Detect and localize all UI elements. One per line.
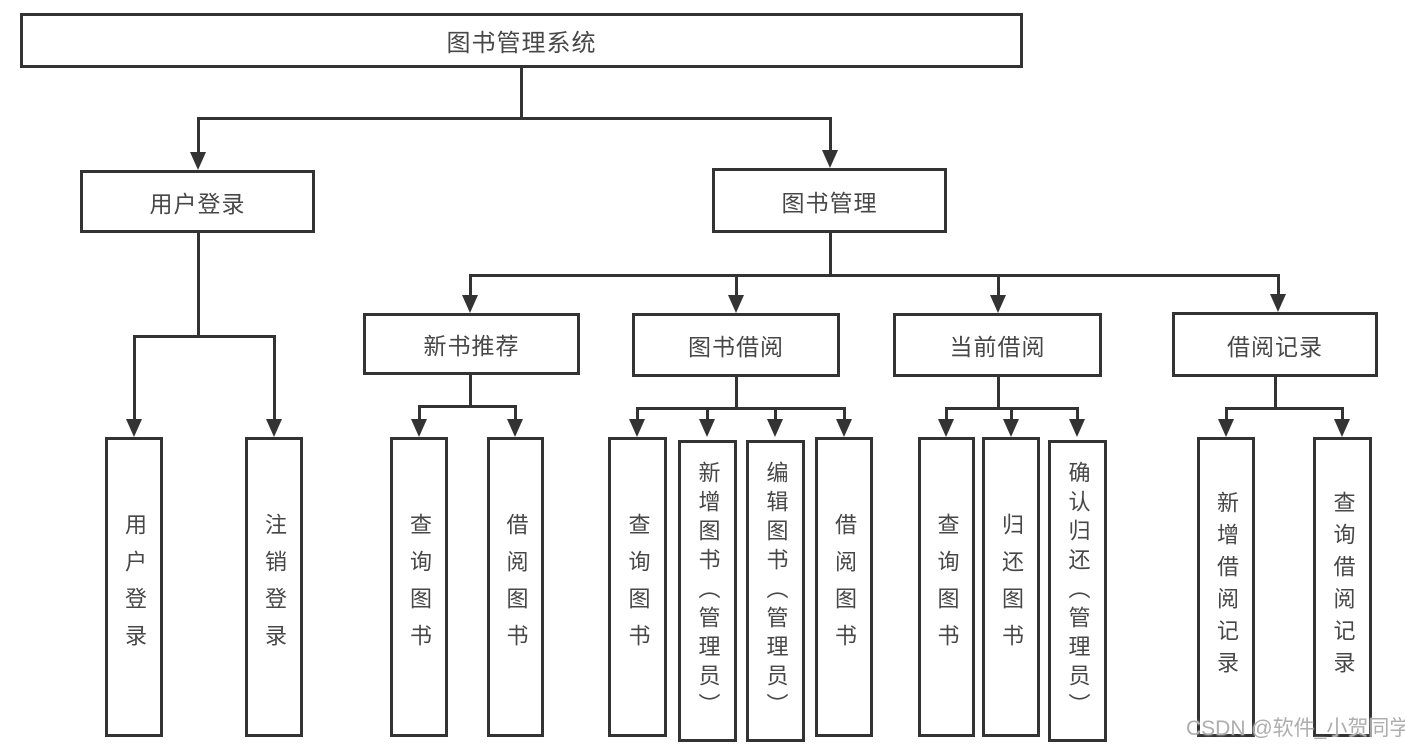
edge-stem — [735, 377, 738, 409]
csdn-watermark: CSDN @软件_小贺同学 — [1186, 717, 1405, 740]
node-leaf-cb-query-books: 查询图书 — [918, 437, 975, 737]
node-leaf-logout: 注销登录 — [245, 437, 303, 737]
arrow-down-icon — [190, 152, 206, 170]
edge-stem — [997, 274, 1000, 298]
node-leaf-br-query-record: 查询借阅记录 — [1313, 437, 1372, 737]
arrow-down-icon — [462, 295, 478, 313]
arrow-down-icon — [1334, 419, 1350, 437]
node-leaf-bb-edit-books: 编辑图书（管理员） — [746, 440, 805, 742]
node-label: 查询图书 — [625, 513, 651, 661]
node-leaf-nb-borrow-books: 借阅图书 — [487, 437, 544, 737]
arrow-down-icon — [507, 419, 523, 437]
arrow-down-icon — [822, 150, 838, 168]
node-borrowing-records: 借阅记录 — [1172, 312, 1378, 377]
node-book-borrowing: 图书借阅 — [632, 313, 840, 377]
arrow-down-icon — [990, 295, 1006, 313]
arrow-down-icon — [767, 419, 783, 437]
node-leaf-bb-query-books: 查询图书 — [608, 437, 667, 737]
edge-stem — [469, 375, 472, 407]
arrow-down-icon — [1003, 419, 1019, 437]
node-label: 新增图书（管理员） — [695, 460, 721, 722]
node-leaf-br-add-record: 新增借阅记录 — [1197, 437, 1255, 737]
node-label: 图书借阅 — [688, 334, 784, 360]
edge-stem — [418, 405, 421, 421]
node-label: 编辑图书（管理员） — [763, 460, 789, 722]
edge-book-mgmt-stem — [829, 233, 832, 276]
edge-stem — [273, 335, 276, 421]
node-label: 新书推荐 — [423, 333, 520, 359]
node-label: 借阅记录 — [1227, 333, 1323, 360]
edge-bus — [418, 405, 517, 408]
node-label: 当前借阅 — [949, 334, 1046, 360]
node-root-library-system: 图书管理系统 — [20, 13, 1023, 68]
arrow-down-icon — [1270, 294, 1286, 312]
edge-stem — [843, 407, 846, 421]
edge-bus — [636, 407, 845, 410]
node-label: 图书管理系统 — [446, 30, 597, 57]
arrow-down-icon — [1218, 419, 1234, 437]
edge-level3-bus — [469, 274, 1280, 277]
node-label: 注销登录 — [262, 513, 287, 661]
node-label: 借阅图书 — [832, 513, 857, 661]
edge-stem — [735, 274, 738, 298]
edge-root-stem — [520, 68, 523, 120]
edge-stem — [1277, 274, 1280, 298]
arrow-down-icon — [411, 419, 427, 437]
node-label: 用户登录 — [149, 190, 246, 217]
edge-stem — [1225, 407, 1228, 421]
edge-stem — [829, 117, 832, 153]
node-current-borrowing: 当前借阅 — [893, 313, 1102, 377]
edge-stem — [774, 407, 777, 421]
arrow-down-icon — [266, 419, 282, 437]
arrow-down-icon — [836, 419, 852, 437]
edge-stem — [469, 274, 472, 298]
arrow-down-icon — [629, 419, 645, 437]
edge-user-login-stem — [197, 233, 200, 337]
edge-stem — [997, 377, 1000, 409]
edge-stem — [1341, 407, 1344, 421]
edge-level2-bus — [197, 117, 832, 120]
edge-user-login-bus — [133, 335, 276, 338]
node-leaf-bb-borrow-books: 借阅图书 — [815, 437, 873, 737]
edge-bus — [1225, 407, 1343, 410]
node-label: 查询图书 — [407, 513, 432, 661]
node-leaf-cb-return-books: 归还图书 — [982, 437, 1040, 737]
node-label: 归还图书 — [999, 513, 1024, 661]
edge-stem — [197, 117, 200, 155]
node-leaf-user-login: 用户登录 — [105, 437, 163, 737]
edge-stem — [945, 407, 948, 421]
node-book-management: 图书管理 — [712, 168, 947, 233]
node-label: 确认归还（管理员） — [1065, 460, 1091, 722]
arrow-down-icon — [938, 419, 954, 437]
node-new-book-recommend: 新书推荐 — [363, 313, 580, 375]
node-label: 新增借阅记录 — [1214, 491, 1239, 683]
node-user-login: 用户登录 — [80, 170, 315, 233]
edge-stem — [133, 335, 136, 421]
edge-stem — [1076, 407, 1079, 421]
arrow-down-icon — [699, 419, 715, 437]
node-label: 查询图书 — [934, 513, 960, 661]
node-label: 图书管理 — [781, 189, 878, 216]
arrow-down-icon — [126, 419, 142, 437]
node-label: 借阅图书 — [503, 513, 529, 661]
node-leaf-cb-confirm-return: 确认归还（管理员） — [1048, 440, 1107, 742]
arrow-down-icon — [1069, 419, 1085, 437]
edge-stem — [514, 405, 517, 421]
arrow-down-icon — [728, 295, 744, 313]
edge-stem — [706, 407, 709, 421]
edge-stem — [636, 407, 639, 421]
edge-stem — [1010, 407, 1013, 421]
node-leaf-bb-add-books: 新增图书（管理员） — [678, 440, 737, 742]
node-label: 用户登录 — [122, 513, 147, 661]
edge-stem — [1274, 377, 1277, 409]
node-label: 查询借阅记录 — [1330, 491, 1356, 683]
node-leaf-nb-query-books: 查询图书 — [390, 437, 448, 737]
